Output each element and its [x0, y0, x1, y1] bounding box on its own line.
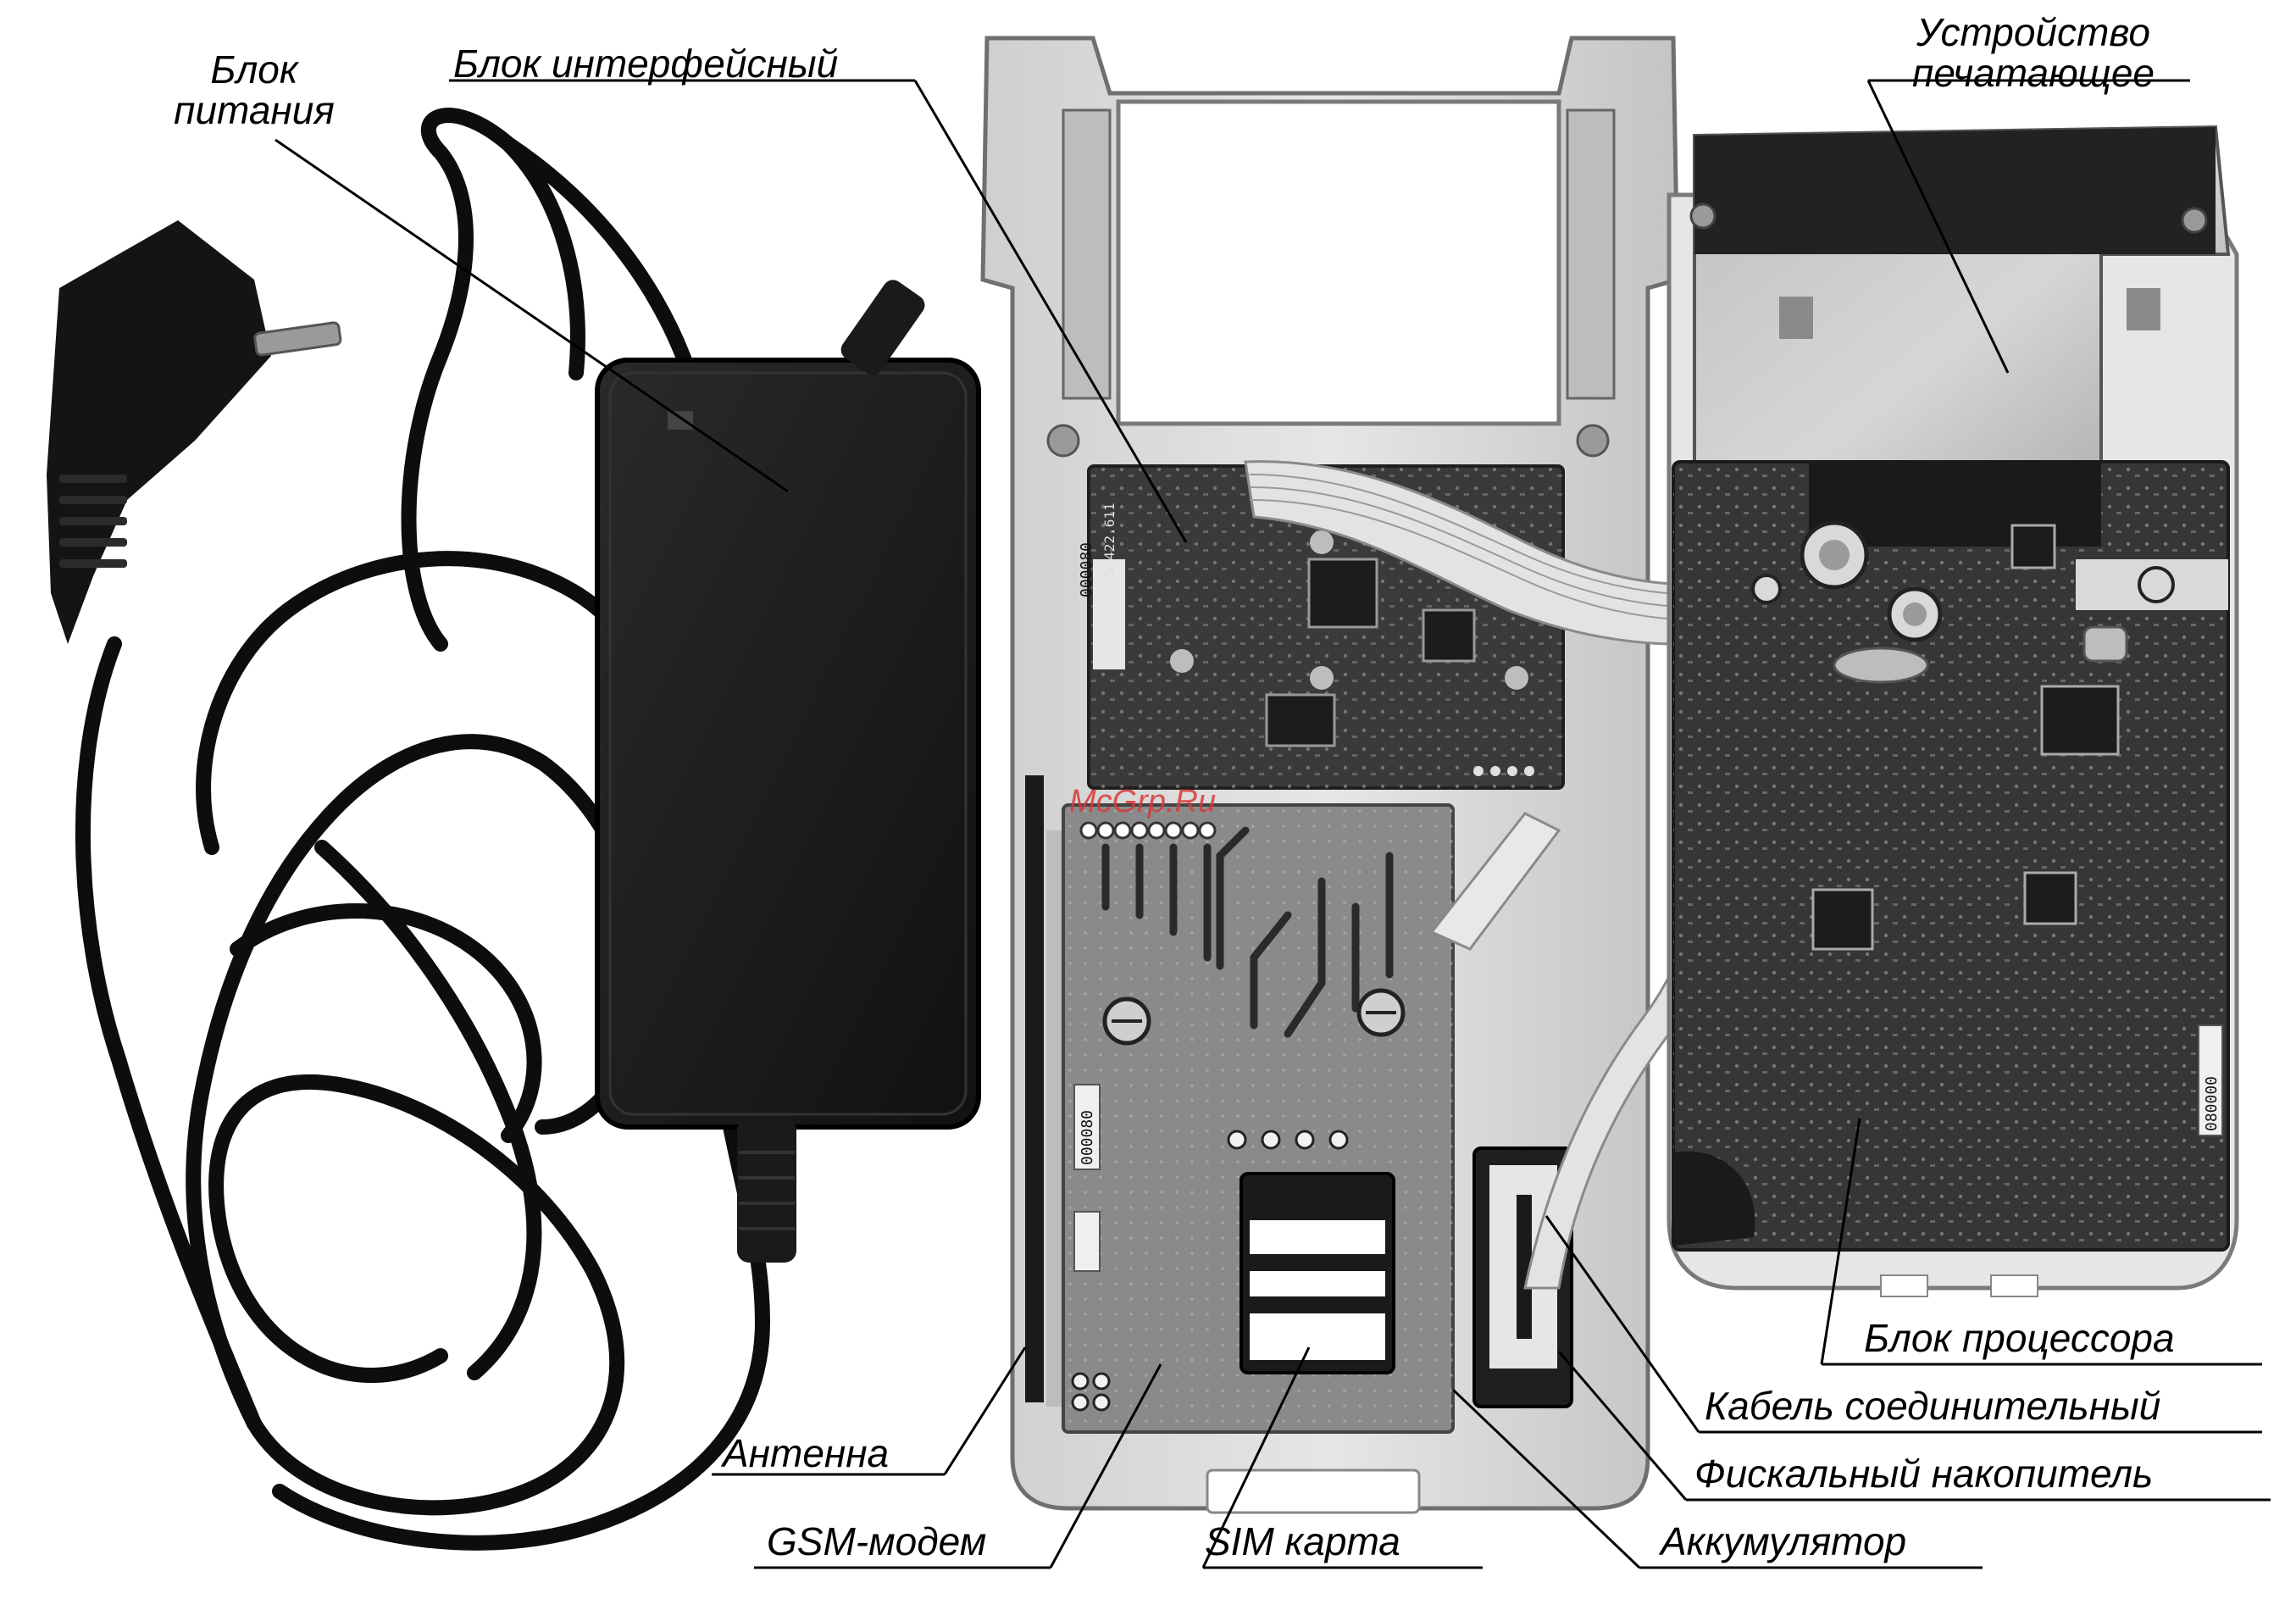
- printer-processor-housing: [1669, 127, 2237, 1296]
- label-battery: Аккумулятор: [1661, 1522, 1906, 1561]
- board-serial-b: 000080: [1079, 1110, 1096, 1165]
- label-gsm-modem: GSM-модем: [767, 1522, 986, 1561]
- watermark: McGrp.Ru: [1069, 784, 1216, 820]
- label-power-block: Блок питания: [144, 49, 364, 131]
- board-serial-a: 000080: [1078, 542, 1095, 597]
- gsm-modem-board: [1063, 805, 1453, 1432]
- label-power-block-line2: питания: [144, 90, 364, 130]
- label-sim-card: SIM карта: [1205, 1522, 1400, 1561]
- label-printer-line1: Устройство: [1864, 12, 2203, 53]
- label-power-block-line1: Блок: [144, 49, 364, 90]
- label-connecting-cable: Кабель соединительный: [1705, 1386, 2160, 1425]
- label-interface-block: Блок интерфейсный: [453, 44, 838, 83]
- power-supply: [47, 115, 979, 1543]
- label-processor-block: Блок процессора: [1864, 1319, 2175, 1357]
- board-serial-c: 080000: [2203, 1076, 2221, 1131]
- label-antenna: Антенна: [723, 1434, 889, 1473]
- label-fiscal-storage: Фискальный накопитель: [1694, 1454, 2153, 1493]
- label-printer: Устройство печатающее: [1864, 12, 2203, 94]
- label-printer-line2: печатающее: [1864, 53, 2203, 93]
- board-part-no: 5.422.611: [1101, 502, 1117, 576]
